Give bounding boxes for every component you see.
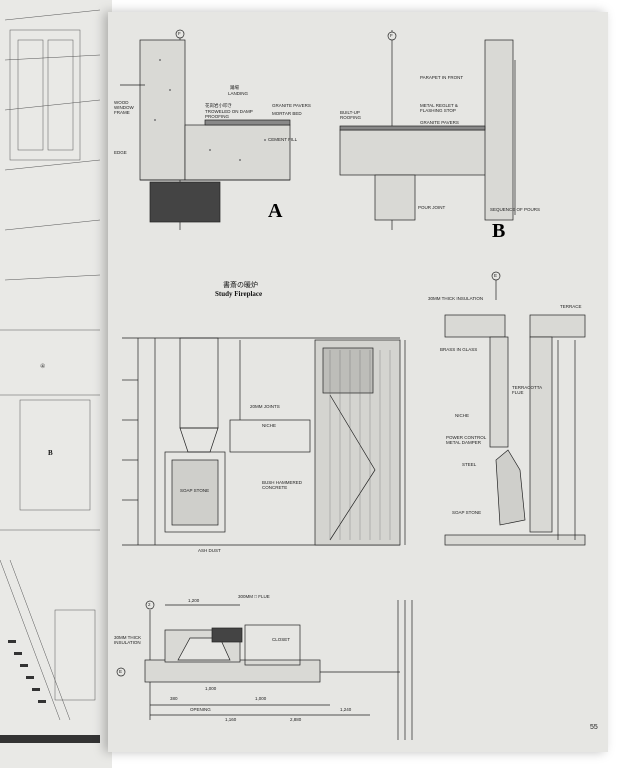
detail-a-drawing <box>120 29 291 230</box>
plan-grid-ref-2: 2 <box>148 602 151 607</box>
dimension: 1,200 <box>188 598 200 603</box>
cement-fill-label: CEMENT FILL <box>268 137 298 142</box>
dimension: 380 <box>170 696 178 701</box>
brass-in-glass-label: BRASS IN GLASS <box>440 347 478 352</box>
svg-text:④: ④ <box>40 363 45 370</box>
bush-hammered-label: BUSH HAMMERED CONCRETE <box>262 480 303 490</box>
window-frame-label: WOOD WINDOW FRAME <box>114 100 134 115</box>
detail-b-drawing <box>339 30 516 230</box>
steel-label: STEEL <box>462 462 477 467</box>
dimension: 1,160 <box>225 717 237 722</box>
dimension: 1,000 <box>255 696 267 701</box>
dimension: 1,240 <box>340 707 352 712</box>
landing-label-jp: 踊場 <box>230 85 239 90</box>
parapet-label: PARAPET IN FRONT <box>420 75 464 80</box>
svg-text:B: B <box>48 449 53 457</box>
sequence-of-pours-label: SEQUENCE OF POURS <box>490 207 541 212</box>
insulation-label: 30MM THICK INSULATION <box>428 296 484 301</box>
flue-label: 300MM □ FLUE <box>238 594 270 599</box>
landing-label: LANDING <box>228 91 249 96</box>
soap-stone-e-label: SOAP STONE <box>452 510 482 515</box>
built-up-roofing-label: BUILT-UP ROOFING <box>340 110 361 120</box>
section-title-jp: 書斎の暖炉 <box>223 281 258 289</box>
joints-label: 20MM JOINTS <box>250 404 280 409</box>
section-title: Study Fireplace <box>215 290 263 298</box>
plan-grid-ref-e: E <box>119 669 123 674</box>
damp-proofing-label: TROWELED ON DAMP PROOFING <box>205 109 253 119</box>
detail-a-letter: A <box>268 200 283 222</box>
elevation-drawing <box>122 337 406 546</box>
closet-label: CLOSET <box>272 637 291 642</box>
pour-joint-label: POUR JOINT <box>418 205 446 210</box>
edge-label: EDGE <box>114 150 127 155</box>
granite-pavers-b-label: GRANITE PAVERS <box>420 120 459 125</box>
dimension: 1,000 <box>205 686 217 691</box>
plan-drawing <box>116 600 413 740</box>
mortar-bed-label: MORTAR BED <box>272 111 302 116</box>
granite-pavers-label: GRANITE PAVERS <box>272 103 311 108</box>
niche-e-label: NICHE <box>455 413 470 418</box>
section-e-grid-ref: E <box>494 273 498 278</box>
dimension: 2,880 <box>290 717 302 722</box>
plan-insulation-label: 30MM THICK INSULATION <box>114 635 142 645</box>
granite-label-jp: 花崗岩小叩き <box>205 103 232 108</box>
detail-b-letter: B <box>492 220 506 242</box>
soap-stone-label: SOAP STONE <box>180 488 210 493</box>
detail-a-grid-ref: F <box>178 31 181 36</box>
left-page-drawings: B ④ <box>0 9 101 743</box>
metal-reglet-label: METAL REGLET & FLASHING STOP <box>420 103 458 113</box>
opening-label: OPENING <box>190 707 211 712</box>
damper-label: POWER CONTROL METAL DAMPER <box>446 435 487 445</box>
terrace-label: TERRACE <box>560 304 582 309</box>
detail-b-grid-ref: F <box>390 33 393 38</box>
left-page: B ④ <box>0 0 112 768</box>
section-e-drawing <box>444 271 586 546</box>
ash-dust-label: ASH DUST <box>198 548 221 553</box>
page-number: 55 <box>590 724 598 731</box>
niche-label: NICHE <box>262 423 277 428</box>
terracotta-flue-label: TERRACOTTA FLUE <box>512 385 542 395</box>
